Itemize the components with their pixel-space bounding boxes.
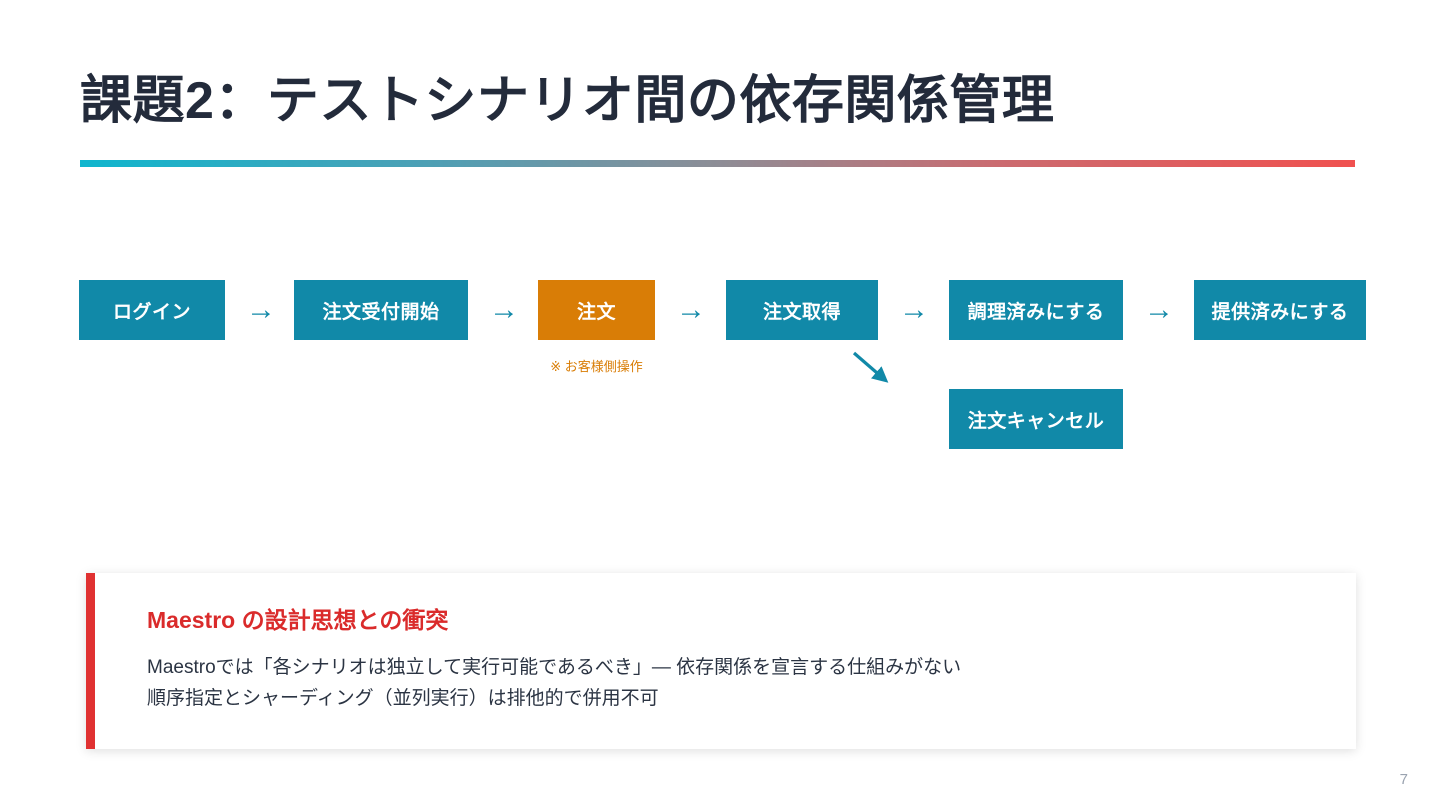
callout-title: Maestro の設計思想との衝突 <box>147 607 449 633</box>
flow-box-mark-served[interactable]: 提供済みにする <box>1194 280 1366 340</box>
flow-box-label: 提供済みにする <box>1211 301 1349 323</box>
flow-box-label: 注文 <box>576 301 616 323</box>
flow-box-label: 調理済みにする <box>967 301 1105 323</box>
flow-box-label: 注文取得 <box>762 301 841 323</box>
flow-arrow-5: → <box>1144 293 1174 326</box>
flow-box-order-cancel[interactable]: 注文キャンセル <box>949 389 1123 449</box>
flow-box-order-fetch[interactable]: 注文取得 <box>726 280 878 340</box>
callout-body-line: Maestroでは「各シナリオは独立して実行可能であるべき」— 依存関係を宣言す… <box>147 657 962 678</box>
page-number: 7 <box>1399 771 1408 788</box>
flow-box-order[interactable]: 注文 <box>538 280 655 340</box>
branch-arrow-icon <box>852 351 889 383</box>
callout-body-line: 順序指定とシャーディング（並列実行）は排他的で併用不可 <box>147 687 659 709</box>
flow-box-order-accept-start[interactable]: 注文受付開始 <box>294 280 468 340</box>
flow-box-label: ログイン <box>112 301 191 323</box>
flow-arrow-3: → <box>676 293 706 326</box>
flow-arrow-4: → <box>899 293 929 326</box>
flow-box-mark-cooked[interactable]: 調理済みにする <box>949 280 1123 340</box>
flow-arrow-1: → <box>246 293 276 326</box>
customer-side-operation-note: ※ お客様側操作 <box>550 359 643 374</box>
flow-box-login[interactable]: ログイン <box>79 280 225 340</box>
title-accent-rule <box>80 160 1355 167</box>
page-title: 課題2：テストシナリオ間の依存関係管理 <box>80 72 1055 130</box>
flow-arrow-2: → <box>489 293 519 326</box>
callout-panel: Maestro の設計思想との衝突 Maestroでは「各シナリオは独立して実行… <box>86 573 1356 749</box>
flow-box-label: 注文受付開始 <box>322 301 440 323</box>
flow-box-label: 注文キャンセル <box>967 410 1105 432</box>
callout-body: Maestroでは「各シナリオは独立して実行可能であるべき」— 依存関係を宣言す… <box>147 653 961 715</box>
